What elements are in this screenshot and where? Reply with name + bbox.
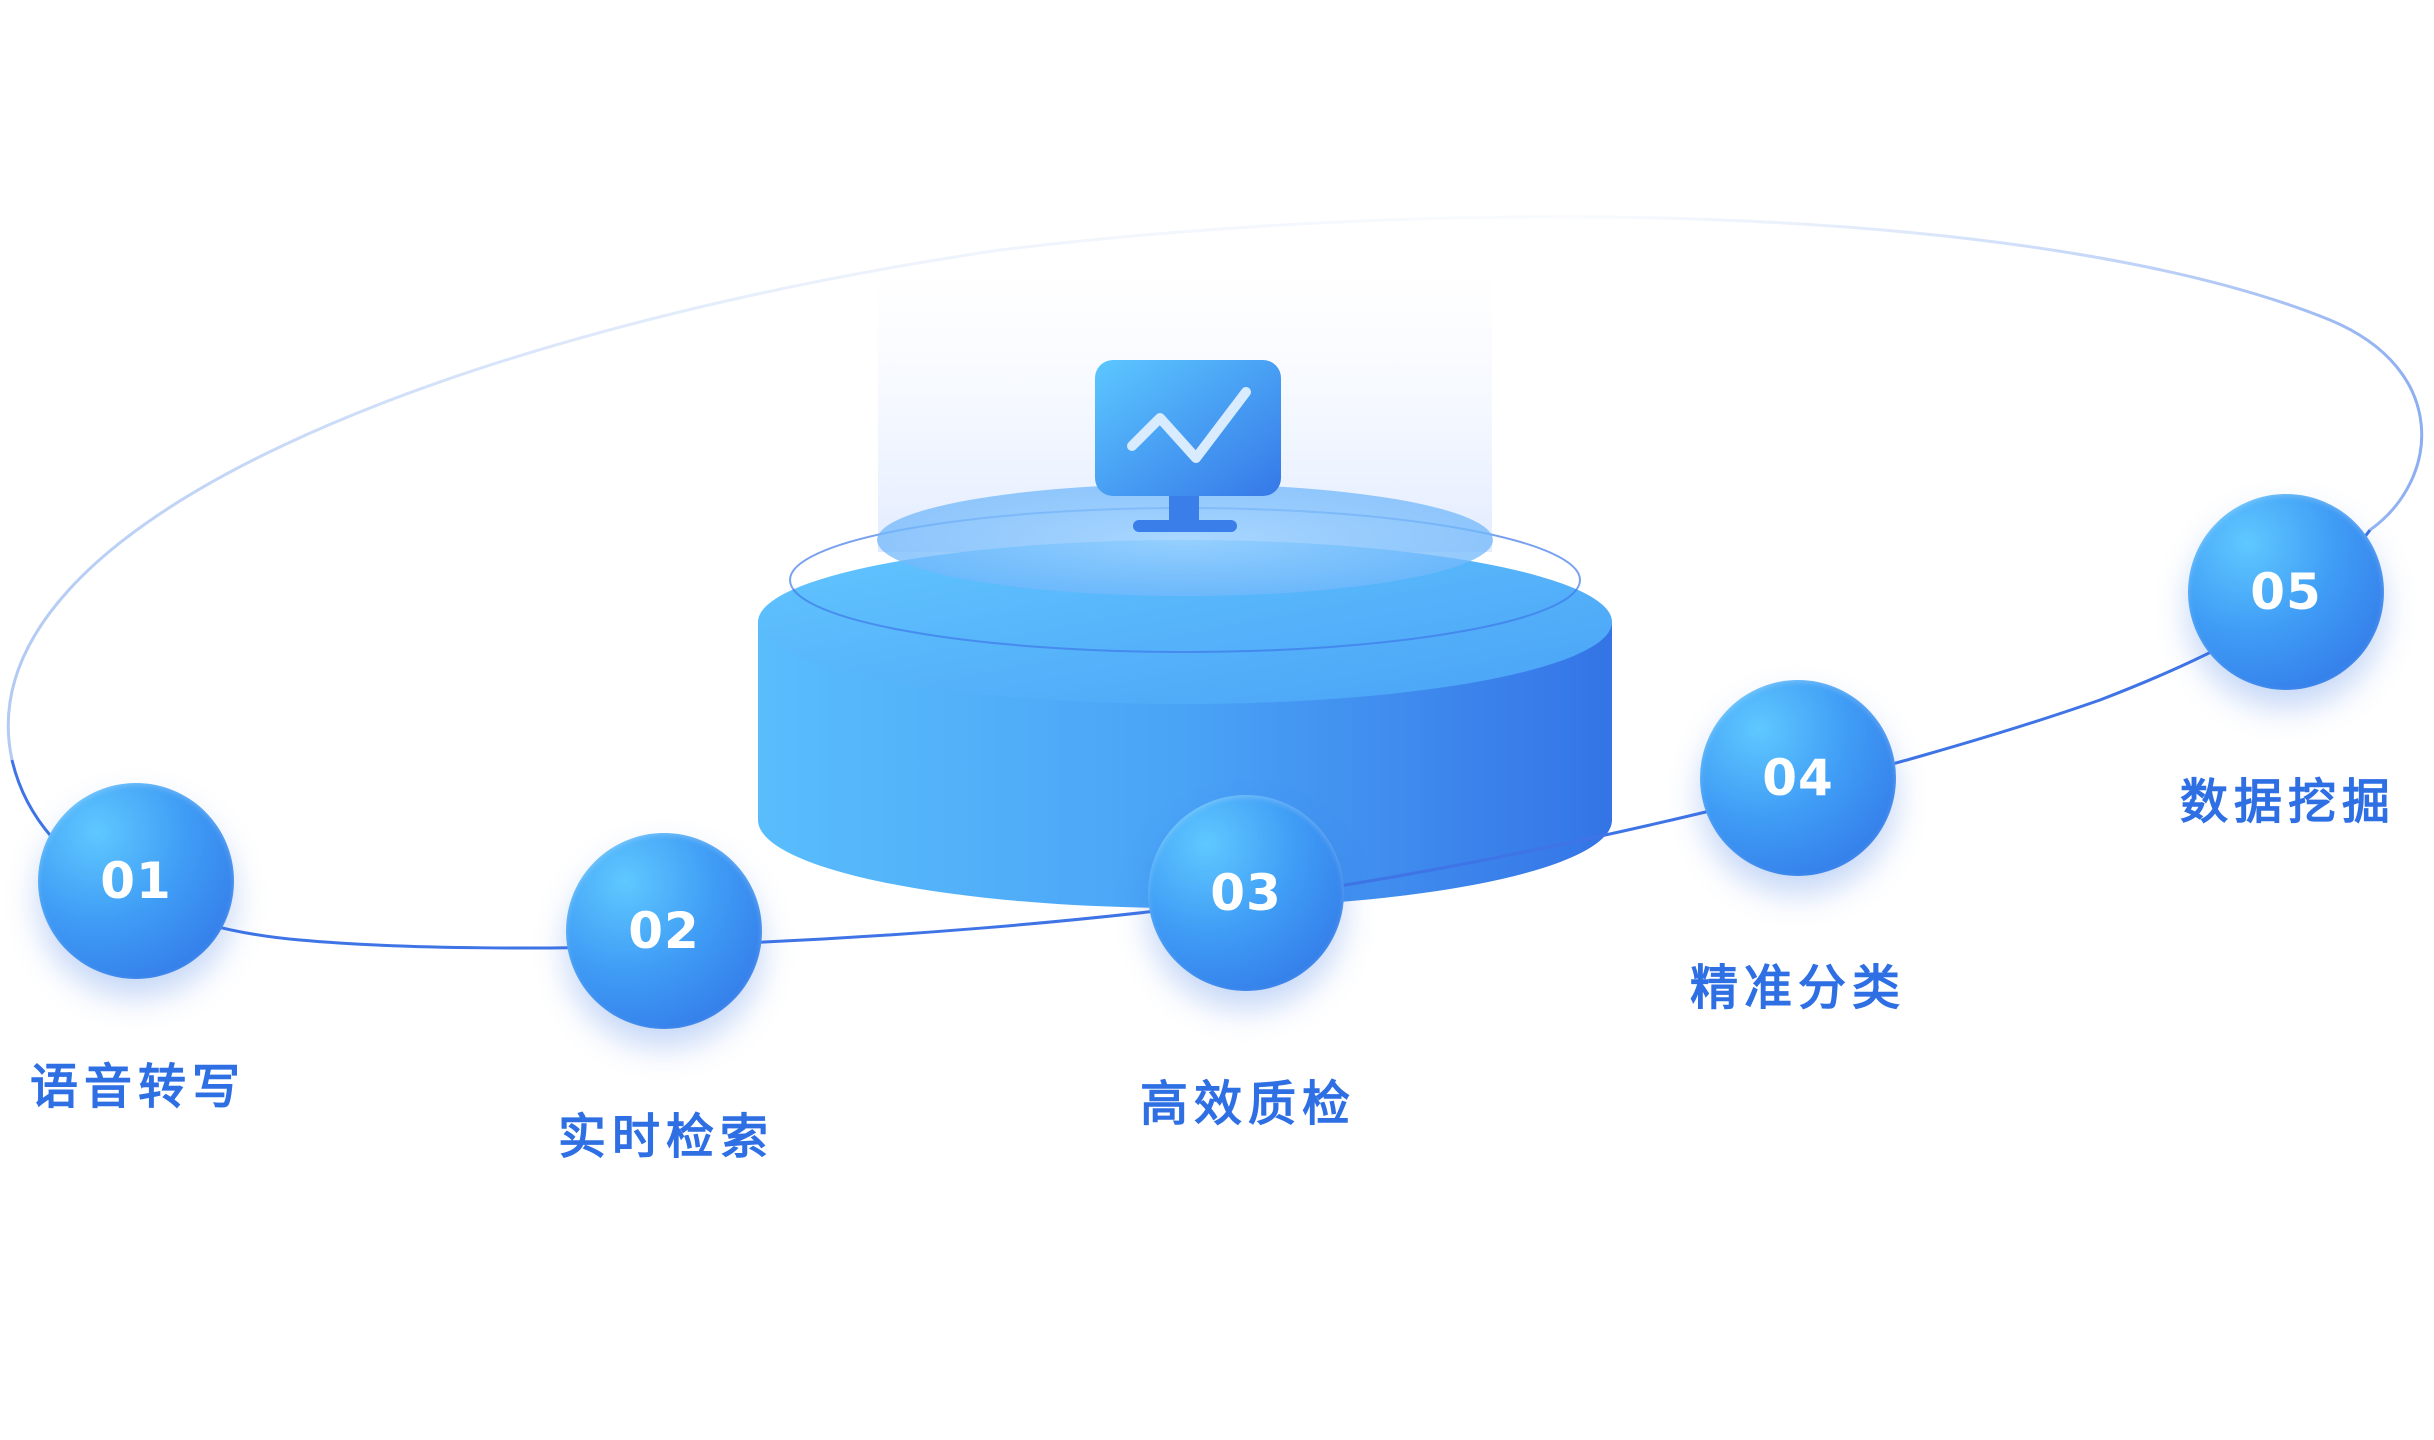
pedestal	[758, 484, 1612, 908]
step-number: 04	[1762, 749, 1834, 807]
step-number: 03	[1210, 864, 1282, 922]
step-label-04: 精准分类	[1689, 960, 1907, 1016]
step-node-05: 05	[2188, 494, 2384, 690]
step-label-03: 高效质检	[1139, 1076, 1357, 1132]
step-number: 05	[2250, 563, 2322, 621]
step-label-01: 语音转写	[29, 1059, 247, 1115]
step-number: 02	[628, 902, 700, 960]
step-node-02: 02	[566, 833, 762, 1029]
step-label-02: 实时检索	[557, 1109, 775, 1165]
monitor-chart-icon	[1095, 360, 1281, 532]
step-label-05: 数据挖掘	[2179, 774, 2397, 830]
step-node-04: 04	[1700, 680, 1896, 876]
step-node-01: 01	[38, 783, 234, 979]
step-number: 01	[100, 852, 172, 910]
orbit-back	[6, 215, 2424, 761]
step-node-03: 03	[1148, 795, 1344, 991]
